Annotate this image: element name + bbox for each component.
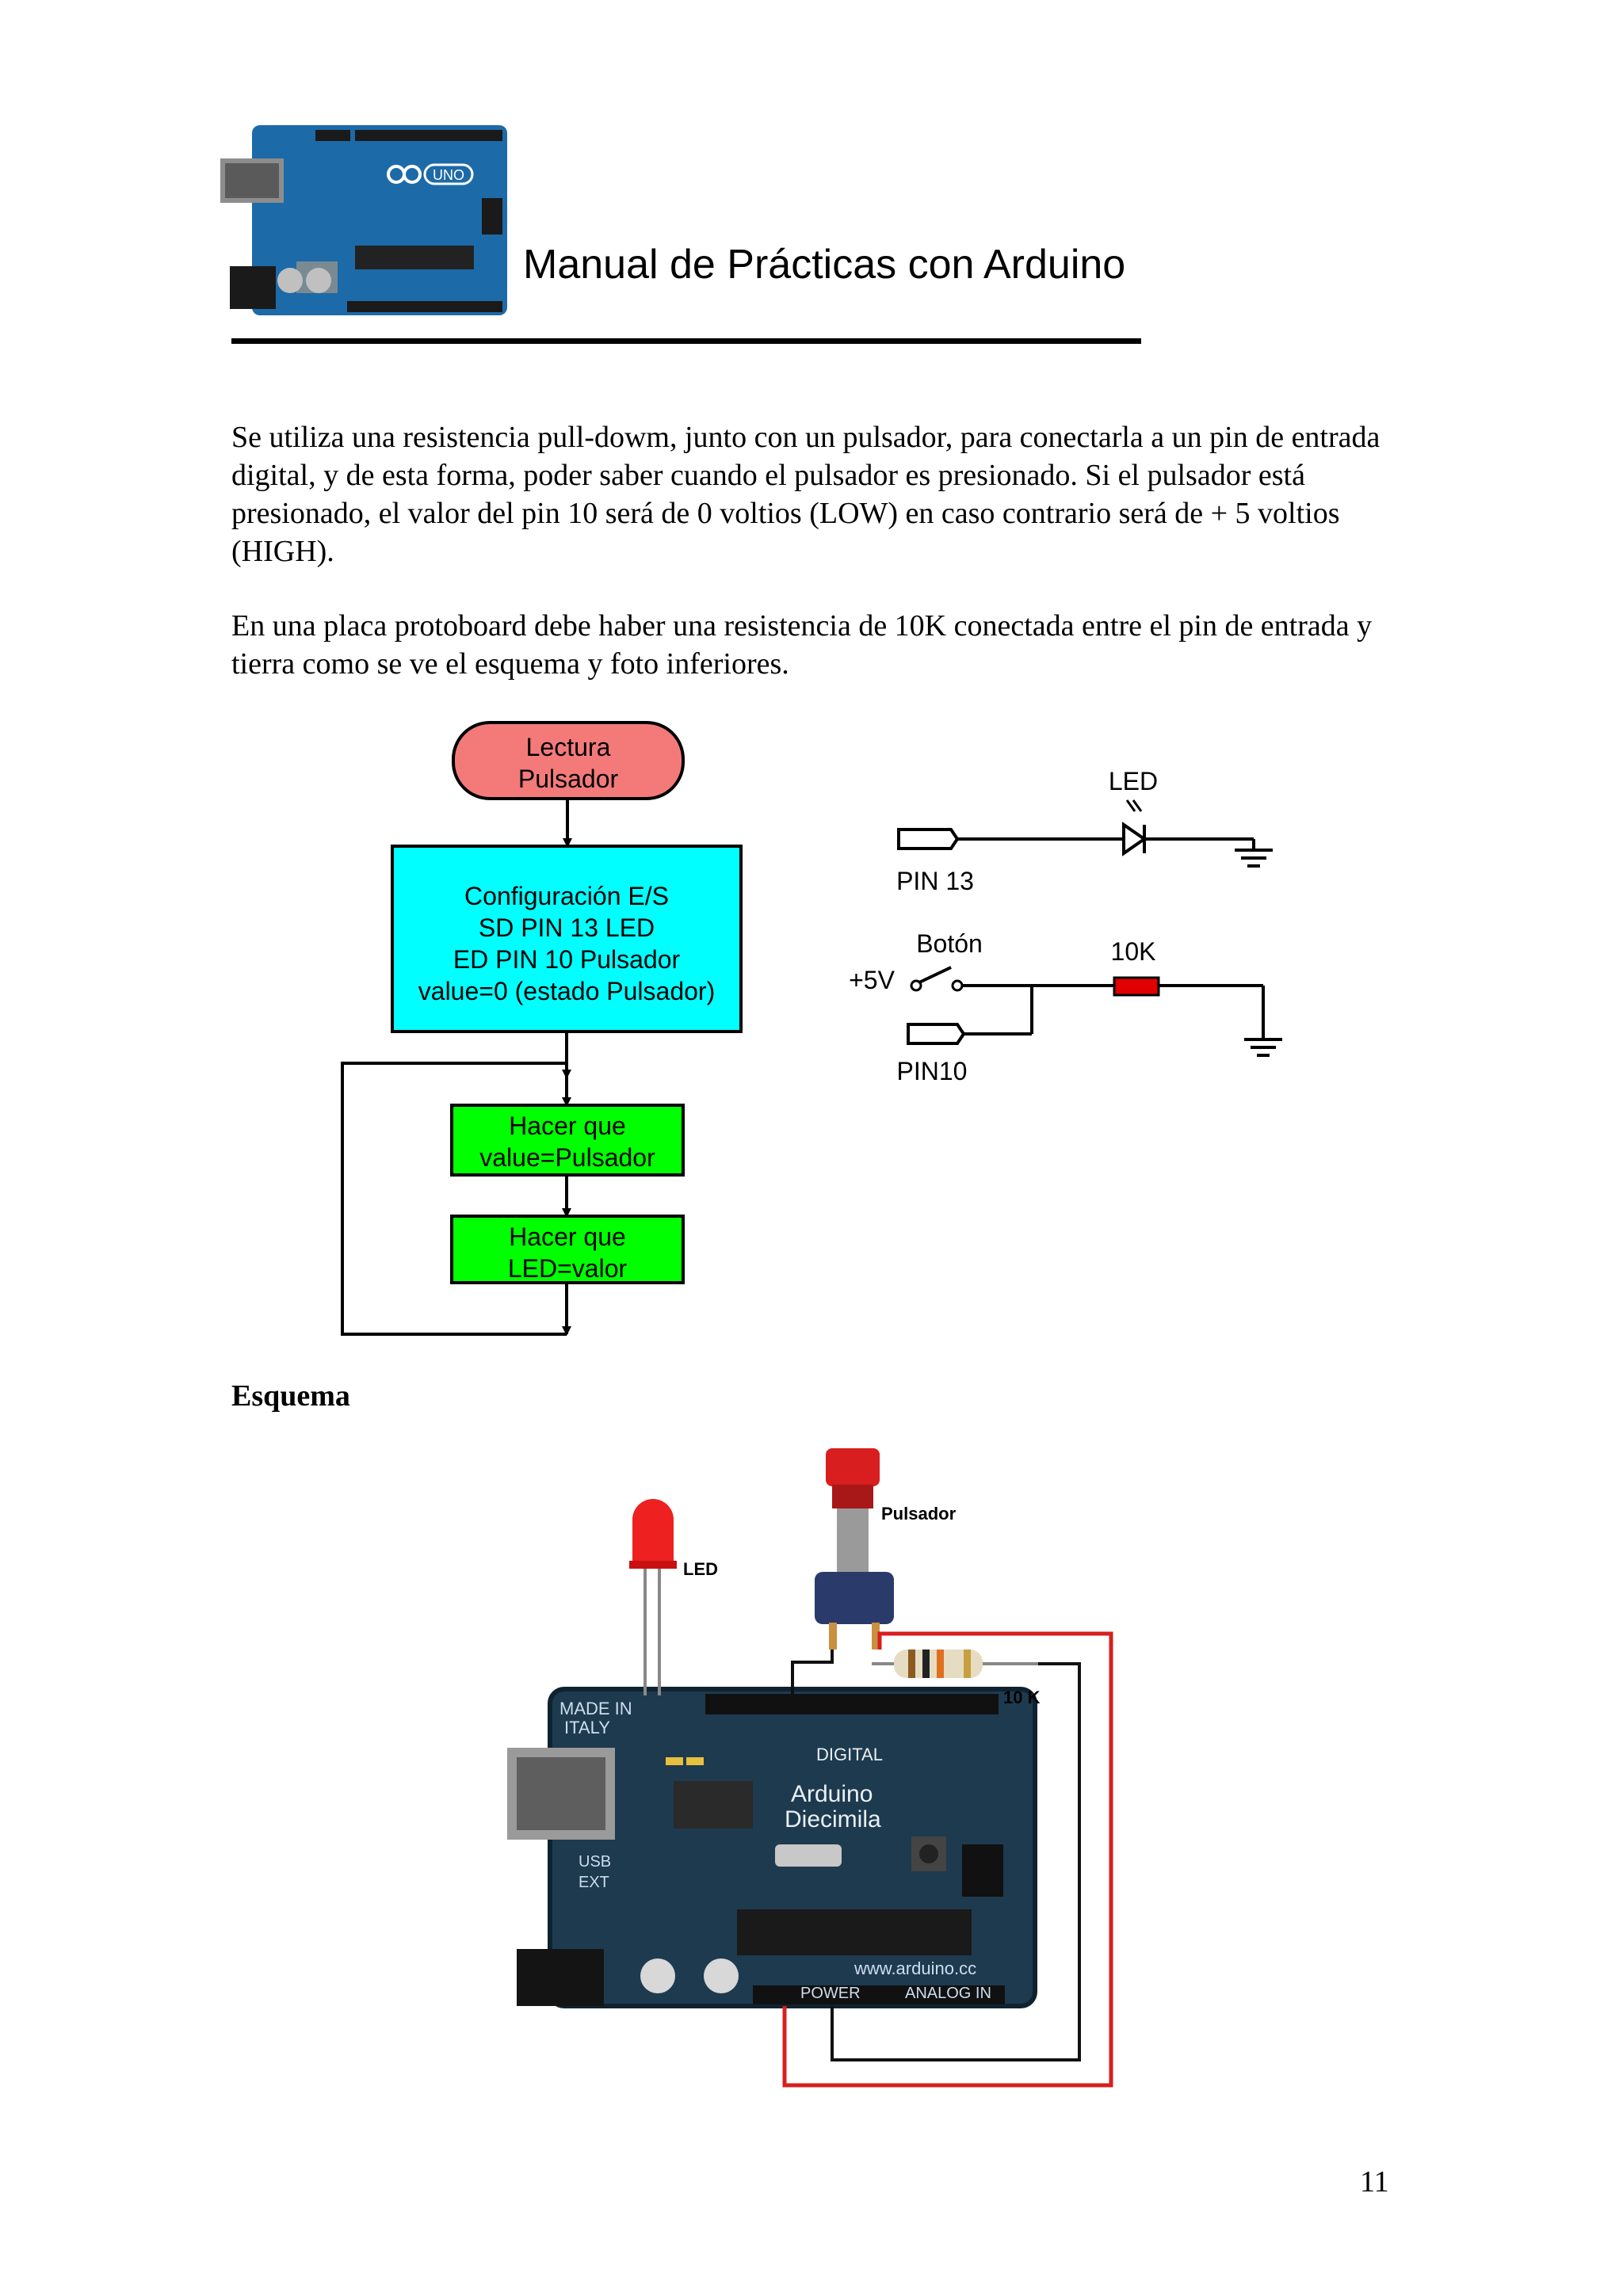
board-usb-label: USB	[579, 1853, 611, 1871]
flow-config-line4: value=0 (estado Pulsador)	[418, 977, 715, 1005]
crystal	[775, 1844, 842, 1867]
ground-symbol-bottom	[1244, 1038, 1282, 1057]
flow-config-line2: SD PIN 13 LED	[479, 913, 655, 942]
wire-pin10-button	[791, 1650, 834, 1695]
push-button-body	[837, 1508, 869, 1580]
flow-step2-line2: LED=valor	[508, 1254, 628, 1283]
flowchart: Lectura Pulsador Configuración E/S SD PI…	[341, 721, 743, 1336]
flow-step2-box	[450, 1215, 685, 1284]
page-number: 11	[1360, 2165, 1389, 2199]
power-jack	[517, 1949, 604, 2006]
flow-step1-line2: value=Pulsador	[479, 1143, 655, 1172]
icsp-header	[962, 1844, 1003, 1897]
board-digital-label: DIGITAL	[816, 1745, 883, 1764]
board-made-in-line1: MADE IN	[559, 1699, 632, 1718]
paragraph-2: En una placa protoboard debe haber una r…	[231, 609, 1373, 681]
flow-config-line3: ED PIN 10 Pulsador	[453, 945, 681, 974]
arduino-uno-board-image: UNO	[220, 119, 514, 322]
push-button-switch-symbol	[918, 966, 952, 984]
atmega-chip	[737, 1909, 972, 1955]
wire-gnd-black	[831, 1662, 1081, 2061]
ftdi-chip	[674, 1781, 753, 1829]
board-logo-text: UNO	[433, 167, 464, 183]
digital-header	[705, 1694, 999, 1714]
schematic-pin13-label: PIN 13	[896, 867, 974, 895]
schematic-button-label: Botón	[916, 929, 983, 958]
header-title: Manual de Prácticas con Arduino	[523, 242, 1126, 288]
flow-step2-line1: Hacer que	[509, 1222, 626, 1251]
board-name-line2: Diecimila	[785, 1806, 881, 1833]
flow-step1-line1: Hacer que	[509, 1112, 626, 1140]
led-diode-symbol	[1122, 822, 1148, 856]
photo-resistor-label: 10 K	[1003, 1688, 1041, 1707]
header-rule	[231, 338, 1141, 344]
wire-5v-red	[782, 1631, 1113, 2088]
board-analog-label: ANALOG IN	[905, 1985, 991, 2002]
flow-start-line2: Pulsador	[518, 765, 619, 793]
ground-symbol-top	[1235, 839, 1273, 868]
schematic-pin10-label: PIN10	[897, 1057, 968, 1085]
schematic-resistor-label: 10K	[1111, 937, 1156, 966]
board-url: www.arduino.cc	[854, 1958, 976, 1978]
board-name-line1: Arduino	[791, 1781, 873, 1807]
light-emission-icon	[1125, 799, 1143, 812]
flow-config-line1: Configuración E/S	[464, 882, 669, 910]
pin13-connector	[897, 828, 960, 850]
pin10-connector	[907, 1023, 966, 1045]
capacitor-2	[704, 1958, 739, 1993]
schematic-supply-label: +5V	[849, 966, 895, 994]
board-ext-label: EXT	[579, 1874, 609, 1891]
photo-button-label: Pulsador	[881, 1504, 957, 1524]
power-analog-header	[753, 1985, 1005, 2004]
circuit-schematic: LED PIN 13 Botón 10K +5V PIN10	[849, 767, 1282, 1085]
push-button-cap	[826, 1448, 880, 1486]
board-made-in-line2: ITALY	[564, 1718, 610, 1737]
paragraph-1: Se utiliza una resistencia pull-dowm, ju…	[231, 421, 1381, 568]
schematic-led-label: LED	[1109, 767, 1158, 795]
photo-led-label: LED	[683, 1559, 718, 1579]
esquema-heading: Esquema	[231, 1379, 350, 1413]
board-power-label: POWER	[800, 1985, 861, 2002]
resistor-10k-symbol	[1113, 976, 1160, 997]
capacitor-1	[640, 1958, 675, 1993]
switch-contact-right	[951, 979, 964, 992]
red-led-component	[632, 1499, 674, 1564]
flow-start-line1: Lectura	[526, 733, 611, 761]
arduino-wiring-photo: MADE IN ITALY DIGITAL Arduino Diecimila …	[507, 1448, 1113, 2088]
switch-contact-left	[910, 979, 922, 992]
